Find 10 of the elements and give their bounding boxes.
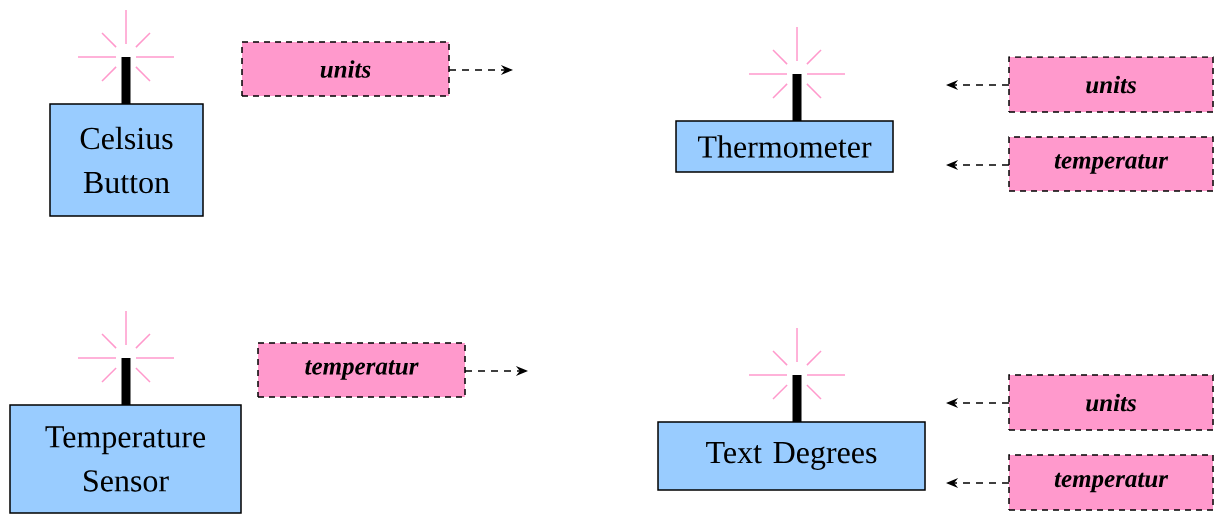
component-box: Celsius Button <box>49 103 204 217</box>
port-box: temperatur <box>257 342 466 398</box>
component-box: Temperature Sensor <box>9 404 242 514</box>
port-box: units <box>1008 374 1214 431</box>
component-box: Thermometer <box>675 120 894 173</box>
component-box: Text Degrees <box>657 421 926 491</box>
port-box: units <box>241 41 450 97</box>
port-box: temperatur <box>1008 454 1214 511</box>
port-box: units <box>1008 56 1214 113</box>
port-box: temperatur <box>1008 136 1214 192</box>
